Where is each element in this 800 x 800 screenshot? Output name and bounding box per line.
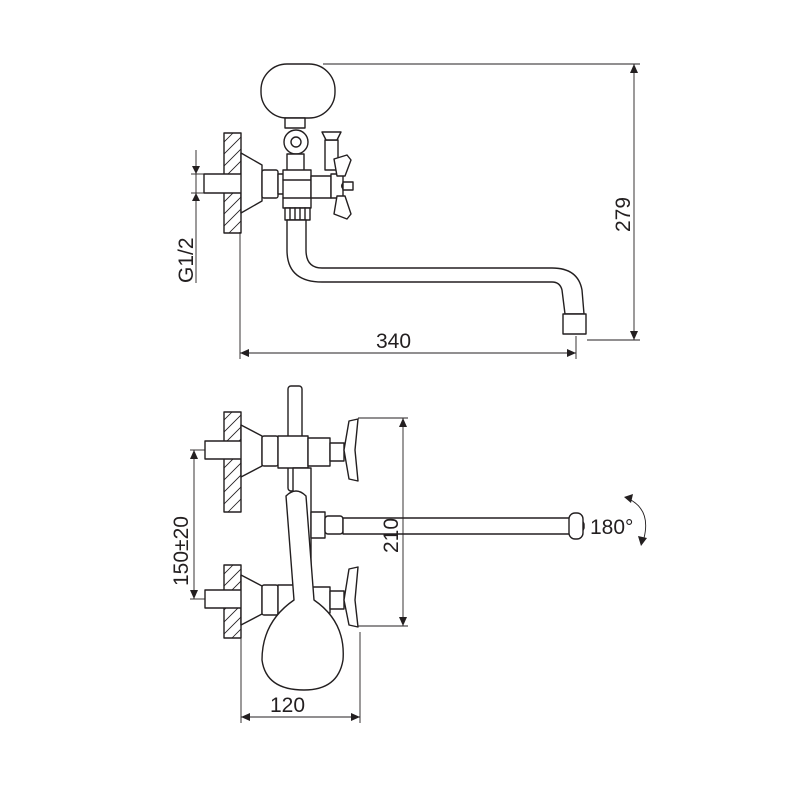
valve-stem-lower <box>329 590 345 610</box>
shower-holder <box>284 117 306 129</box>
inlet-pipe-lower <box>204 589 243 609</box>
spout-aerator <box>562 313 587 335</box>
valve-stem-upper <box>329 442 345 462</box>
spacing-dimension: 150±20 <box>170 449 205 600</box>
width-dimension-top: 340 <box>239 232 577 359</box>
side-view: G1/2 279 340 <box>175 63 640 359</box>
handle-cross-bottom <box>333 195 352 220</box>
rotation-indicator: 180° <box>590 494 647 546</box>
valve-body <box>282 169 312 209</box>
hand-shower-body <box>261 490 344 691</box>
height-label-top: 279 <box>612 197 635 232</box>
inlet-pipe-upper <box>204 440 243 460</box>
nut-top <box>261 169 279 199</box>
thread-dimension: G1/2 <box>175 150 204 283</box>
height-label-bottom: 210 <box>380 518 403 553</box>
height-dimension-top: 279 <box>323 63 640 341</box>
spout-collar-outer <box>324 515 344 535</box>
spout-side <box>286 219 585 315</box>
cross-handle-upper <box>343 418 359 482</box>
front-view: 150±20 210 120 180° <box>170 385 647 723</box>
height-dimension-bottom: 210 <box>358 417 408 627</box>
nut-upper <box>261 435 279 467</box>
escutcheon-top <box>240 152 263 214</box>
rotation-arc-icon <box>628 498 647 539</box>
escutcheon-lower <box>240 574 263 626</box>
handle-arm <box>342 181 354 191</box>
width-dimension-bottom: 120 <box>240 632 361 723</box>
spout-end-ring <box>568 512 584 540</box>
spacing-label: 150±20 <box>170 516 193 586</box>
width-label-top: 340 <box>376 330 411 353</box>
spout-nut <box>284 207 311 221</box>
spout-collar <box>310 511 326 539</box>
shower-head <box>260 63 336 119</box>
diverter-housing <box>310 175 332 199</box>
diverter-knob <box>321 131 342 141</box>
inlet-pipe-top <box>203 173 243 194</box>
cross-handle-lower <box>343 566 359 628</box>
rotation-label: 180° <box>590 516 633 539</box>
shower-swivel-inner <box>290 136 302 148</box>
valve-bonnet-upper <box>307 437 331 467</box>
width-label-bottom: 120 <box>270 694 305 717</box>
nut-lower <box>261 584 279 616</box>
handle-cross-top <box>333 154 352 177</box>
valve-body-upper <box>277 435 309 469</box>
thread-label: G1/2 <box>175 237 198 283</box>
escutcheon-upper <box>240 424 263 478</box>
